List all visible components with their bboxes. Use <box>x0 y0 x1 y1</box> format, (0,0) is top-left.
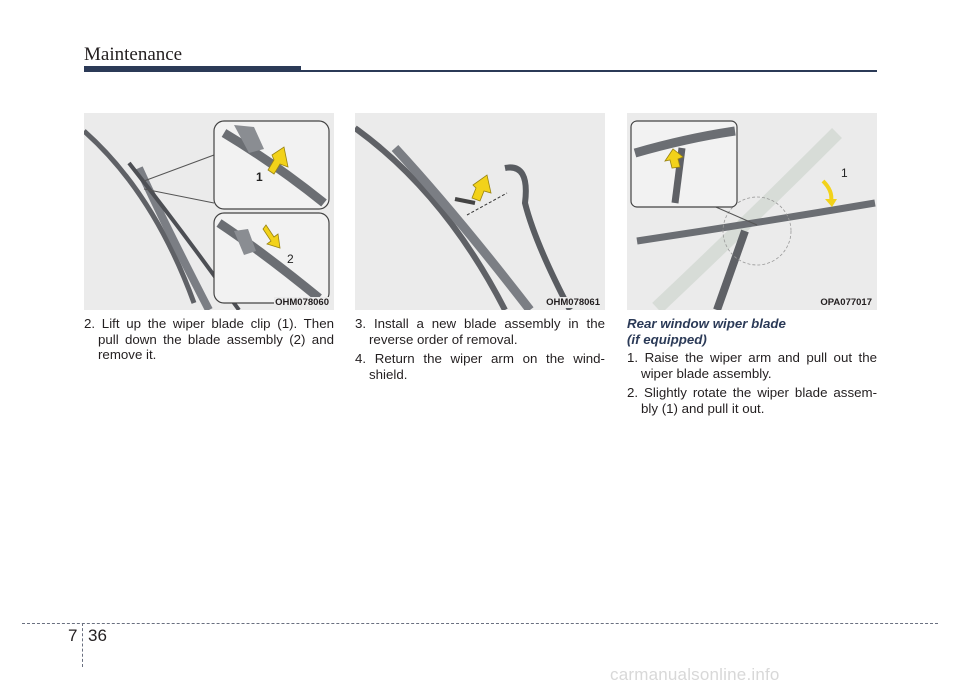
page-number: 36 <box>88 626 107 645</box>
rear-wiper-section-title: Rear window wiper blade (if equipped) <box>627 316 877 347</box>
chapter-number: 7 <box>68 626 78 645</box>
figure-blade-install: OHM078061 <box>355 113 605 310</box>
footer-divider <box>22 623 938 624</box>
section-title-line-2: (if equipped) <box>627 331 707 347</box>
header-rule-thick <box>84 66 301 72</box>
column-3-text: Rear window wiper blade (if equipped) 1.… <box>627 316 877 421</box>
step-item: 4. Return the wiper arm on the wind-shie… <box>355 351 605 382</box>
step-item: 2. Slightly rotate the wiper blade assem… <box>627 385 877 416</box>
step-number: 3. <box>355 316 367 331</box>
step-text: Slightly rotate the wiper blade assem-bl… <box>641 385 877 416</box>
section-title-line-1: Rear window wiper blade <box>627 316 786 331</box>
footer-vertical-divider <box>82 623 83 667</box>
column-2-text: 3. Install a new blade assembly in the r… <box>355 316 605 386</box>
watermark-link[interactable]: carmanualsonline.info <box>610 665 780 684</box>
header-rule-thin <box>301 70 877 72</box>
figure-rear-wiper: 1 OPA077017 <box>627 113 877 310</box>
figure-code: OHM078061 <box>545 297 601 308</box>
step-number: 2. <box>84 316 96 331</box>
step-text: Install a new blade assembly in the reve… <box>369 316 605 347</box>
callout-1: 1 <box>256 170 263 184</box>
column-1-text: 2. Lift up the wiper blade clip (1). The… <box>84 316 334 367</box>
step-number: 4. <box>355 351 367 367</box>
wiper-illustration-3: 1 <box>630 120 876 310</box>
figure-code: OPA077017 <box>819 297 873 308</box>
wiper-illustration-2 <box>355 125 573 310</box>
step-text: Raise the wiper arm and pull out the wip… <box>641 350 877 381</box>
step-number: 1. <box>627 350 639 366</box>
figure-blade-clip-removal: 1 2 OHM078060 <box>84 113 334 310</box>
callout-2: 2 <box>287 252 294 266</box>
step-item: 3. Install a new blade assembly in the r… <box>355 316 605 347</box>
figure-code: OHM078060 <box>274 297 330 308</box>
step-text: Return the wiper arm on the wind-shield. <box>369 351 605 382</box>
callout-1: 1 <box>841 166 848 180</box>
step-item: 2. Lift up the wiper blade clip (1). The… <box>84 316 334 363</box>
step-text: Lift up the wiper blade clip (1). Then p… <box>98 316 334 363</box>
wiper-illustration-1: 1 2 <box>84 120 330 310</box>
section-header-title: Maintenance <box>84 44 183 65</box>
step-number: 2. <box>627 385 639 401</box>
step-item: 1. Raise the wiper arm and pull out the … <box>627 350 877 381</box>
